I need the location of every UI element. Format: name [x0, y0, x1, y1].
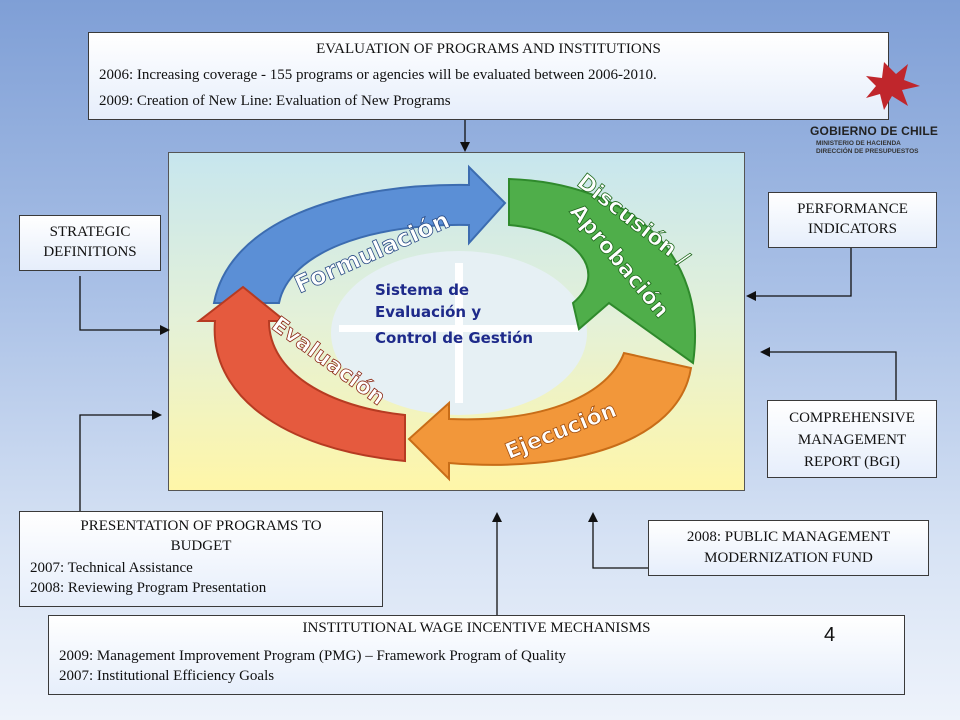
cycle-svg: Formulación Discusión / Aprobación Ejecu…: [196, 164, 696, 482]
arrow-strategic-to-cycle: [79, 276, 170, 335]
arrow-presentation-to-cycle: [79, 410, 162, 511]
incentive-line-2007: 2007: Institutional Efficiency Goals: [59, 668, 275, 684]
logo-ministry: MINISTERIO DE HACIENDA: [816, 140, 901, 147]
page-number: 4: [824, 624, 836, 646]
presentation-title-2: BUDGET: [170, 538, 232, 554]
bgi-line-3: REPORT (BGI): [804, 454, 900, 470]
bgi-line-2: MANAGEMENT: [797, 432, 907, 448]
fund-line-2: MODERNIZATION FUND: [704, 550, 873, 566]
stage-formulacion-arrow: [212, 164, 507, 304]
stage-discusion-arrow: [508, 177, 696, 365]
arrow-fund-to-cycle: [588, 512, 648, 569]
gobierno-de-chile-logo: GOBIERNO DE CHILE MINISTERIO DE HACIENDA…: [800, 60, 940, 160]
incentive-title: INSTITUTIONAL WAGE INCENTIVE MECHANISMS: [302, 620, 651, 636]
logo-star-icon: [866, 62, 920, 110]
strategic-definitions-box: STRATEGIC DEFINITIONS: [19, 215, 161, 271]
fund-line-1: 2008: PUBLIC MANAGEMENT: [686, 529, 891, 545]
evaluation-line-2006: 2006: Increasing coverage - 155 programs…: [99, 67, 657, 83]
bgi-report-box: COMPREHENSIVE MANAGEMENT REPORT (BGI): [767, 400, 937, 478]
strategic-line-2: DEFINITIONS: [43, 244, 137, 260]
management-cycle-diagram: Formulación Discusión / Aprobación Ejecu…: [168, 152, 745, 491]
arrow-performance-to-cycle: [746, 248, 852, 301]
cycle-center-line-2: Evaluación y: [375, 303, 481, 321]
logo-name: GOBIERNO DE CHILE: [810, 124, 939, 138]
evaluation-line-2009: 2009: Creation of New Line: Evaluation o…: [99, 93, 451, 109]
performance-line-2: INDICATORS: [808, 221, 897, 237]
stage-evaluacion-arrow: [196, 285, 406, 463]
performance-indicators-box: PERFORMANCE INDICATORS: [768, 192, 937, 248]
cycle-center-line-1: Sistema de: [375, 281, 469, 299]
arrow-bgi-to-cycle: [760, 347, 897, 400]
stage-ejecucion-arrow: [407, 351, 693, 482]
performance-line-1: PERFORMANCE: [797, 201, 908, 217]
wage-incentive-box: INSTITUTIONAL WAGE INCENTIVE MECHANISMS …: [48, 615, 905, 695]
center-divider-vertical: [455, 263, 463, 403]
strategic-line-1: STRATEGIC: [49, 224, 131, 240]
center-divider-horizontal: [339, 325, 579, 332]
presentation-title-1: PRESENTATION OF PROGRAMS TO: [80, 518, 322, 534]
incentive-line-2009: 2009: Management Improvement Program (PM…: [59, 648, 566, 664]
evaluation-box: EVALUATION OF PROGRAMS AND INSTITUTIONS …: [88, 32, 889, 120]
presentation-programs-box: PRESENTATION OF PROGRAMS TO BUDGET 2007:…: [19, 511, 383, 607]
bgi-line-1: COMPREHENSIVE: [789, 410, 915, 426]
logo-direction: DIRECCIÓN DE PRESUPUESTOS: [816, 148, 919, 155]
modernization-fund-box: 2008: PUBLIC MANAGEMENT MODERNIZATION FU…: [648, 520, 929, 576]
presentation-line-2008: 2008: Reviewing Program Presentation: [30, 580, 267, 596]
cycle-center-line-3: Control de Gestión: [375, 329, 533, 347]
presentation-line-2007: 2007: Technical Assistance: [30, 560, 193, 576]
evaluation-title: EVALUATION OF PROGRAMS AND INSTITUTIONS: [316, 41, 661, 57]
